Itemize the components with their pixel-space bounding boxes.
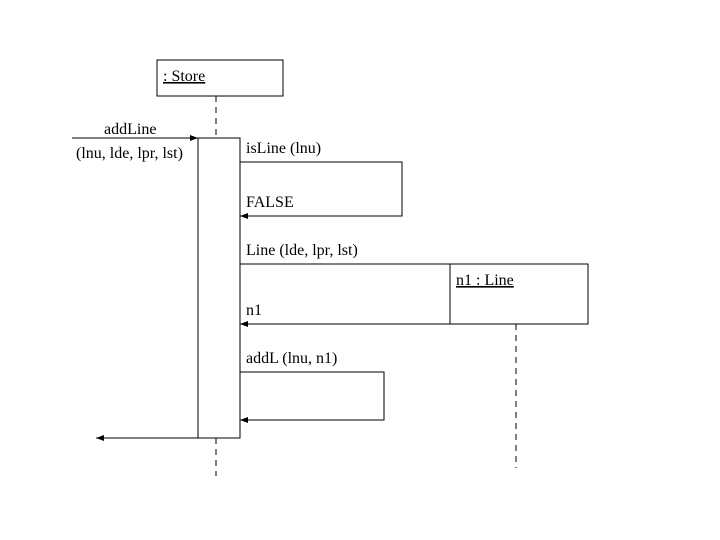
add-l-self-call-path bbox=[240, 371, 385, 421]
message-is-line: isLine (lnu) FALSE bbox=[240, 140, 403, 219]
is-line-arrowhead bbox=[240, 213, 248, 219]
add-l-arrowhead bbox=[240, 417, 248, 423]
n1-return-arrowhead bbox=[240, 321, 248, 327]
store-activation-bar bbox=[197, 137, 241, 439]
final-return-arrowhead bbox=[96, 435, 104, 441]
add-line-arrowhead bbox=[190, 135, 198, 141]
message-create-line: Line (lde, lpr, lst) bbox=[240, 242, 450, 265]
is-line-self-call-path bbox=[240, 161, 403, 217]
store-object-box bbox=[156, 59, 284, 97]
message-add-line: addLine (lnu, lde, lpr, lst) bbox=[72, 121, 198, 162]
store-lifeline: : Store bbox=[156, 59, 284, 476]
message-n1-return: n1 bbox=[240, 302, 450, 327]
message-final-return bbox=[96, 435, 198, 441]
create-line-label: Line (lde, lpr, lst) bbox=[246, 242, 358, 259]
n1-return-label: n1 bbox=[246, 302, 262, 319]
is-line-label: isLine (lnu) bbox=[246, 140, 321, 157]
line-object-label: n1 : Line bbox=[456, 272, 514, 289]
store-object-label: : Store bbox=[163, 68, 205, 85]
add-l-label: addL (lnu, n1) bbox=[246, 350, 337, 367]
add-line-label-2: (lnu, lde, lpr, lst) bbox=[76, 145, 183, 162]
line-object-box bbox=[449, 263, 589, 325]
false-return-label: FALSE bbox=[246, 194, 294, 211]
line-lifeline: n1 : Line bbox=[449, 263, 589, 468]
message-add-l: addL (lnu, n1) bbox=[240, 350, 385, 423]
add-line-label-1: addLine bbox=[104, 121, 156, 138]
